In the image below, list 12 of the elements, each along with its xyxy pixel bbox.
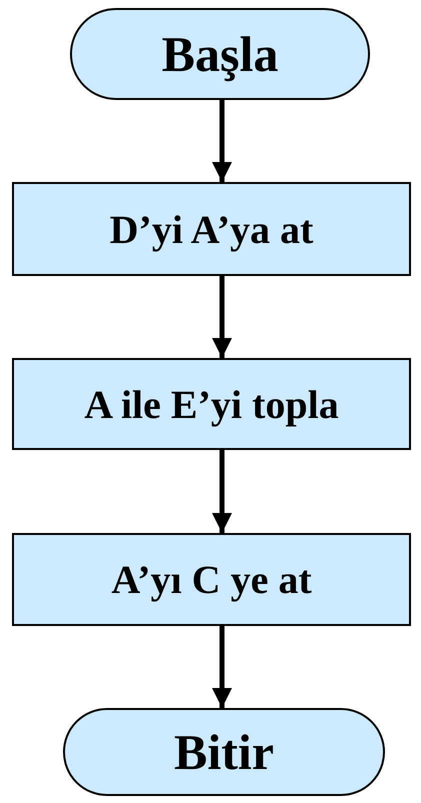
node-label: D’yi A’ya at — [110, 206, 314, 252]
node-label: Başla — [162, 25, 278, 83]
arrow — [212, 626, 232, 708]
node-label: Bitir — [174, 723, 274, 781]
process-box — [12, 358, 411, 450]
arrow — [212, 100, 232, 182]
process-box — [12, 182, 411, 276]
process-box — [12, 533, 411, 626]
node-label: A ile E’yi topla — [84, 380, 339, 428]
arrow — [212, 450, 232, 533]
arrow — [212, 276, 232, 358]
node-label: A’yı C ye at — [111, 556, 312, 603]
